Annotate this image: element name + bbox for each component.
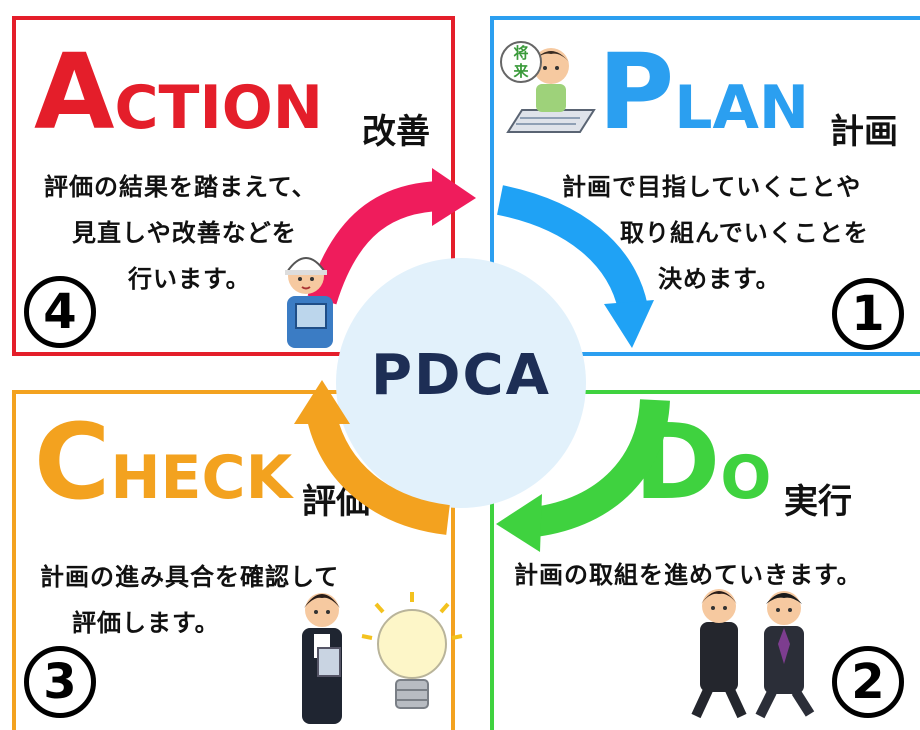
pdca-hub-circle [336, 258, 586, 508]
plan-sign-char-2: 来 [512, 62, 529, 80]
runners-illustration [691, 589, 815, 719]
action-heading: ACTION [34, 40, 323, 144]
check-desc-line-1: 計画の進み具合を確認して [40, 563, 340, 591]
arrow-action-to-plan [307, 168, 476, 305]
action-desc-line-3: 行います。 [128, 265, 251, 293]
do-step-number: 2 [832, 646, 904, 718]
plan-sign-char-1: 将 [513, 44, 528, 62]
do-heading: DO [634, 410, 771, 514]
action-desc-line-1: 評価の結果を踏まえて、 [44, 173, 317, 201]
plan-step-number: 1 [832, 278, 904, 350]
check-initial: C [34, 401, 111, 523]
check-heading: CHECK [34, 410, 292, 514]
plan-heading: PLAN [598, 40, 809, 144]
do-jp-title: 実行 [784, 482, 852, 522]
pdca-hub-label: PDCA [371, 343, 551, 408]
plan-rest: LAN [674, 73, 810, 143]
action-step-number: 4 [24, 276, 96, 348]
arrow-plan-to-do [496, 185, 654, 348]
plan-desc-line-2: 取り組んでいくことを [620, 219, 869, 247]
planner-illustration: 将 来 [500, 41, 596, 133]
lightbulb-icon [361, 592, 463, 709]
check-step-number: 3 [24, 646, 96, 718]
plan-desc-line-1: 計画で目指していくことや [562, 173, 862, 201]
action-initial: A [34, 31, 115, 153]
check-desc-line-2: 評価します。 [72, 609, 220, 637]
do-rest: O [720, 443, 772, 513]
plan-jp-title: 計画 [830, 112, 898, 152]
plan-initial: P [598, 31, 675, 153]
action-rest: CTION [114, 73, 324, 143]
worker-with-tablet-illustration [285, 257, 333, 348]
check-rest: HECK [110, 443, 293, 513]
checker-illustration [302, 593, 342, 724]
arrow-check-to-action [294, 380, 451, 535]
action-jp-title: 改善 [362, 112, 430, 152]
do-desc-line-1: 計画の取組を進めていきます。 [514, 561, 862, 589]
plan-desc-line-3: 決めます。 [658, 265, 781, 293]
action-desc-line-2: 見直しや改善などを [72, 219, 297, 247]
arrow-do-to-check [496, 398, 670, 552]
